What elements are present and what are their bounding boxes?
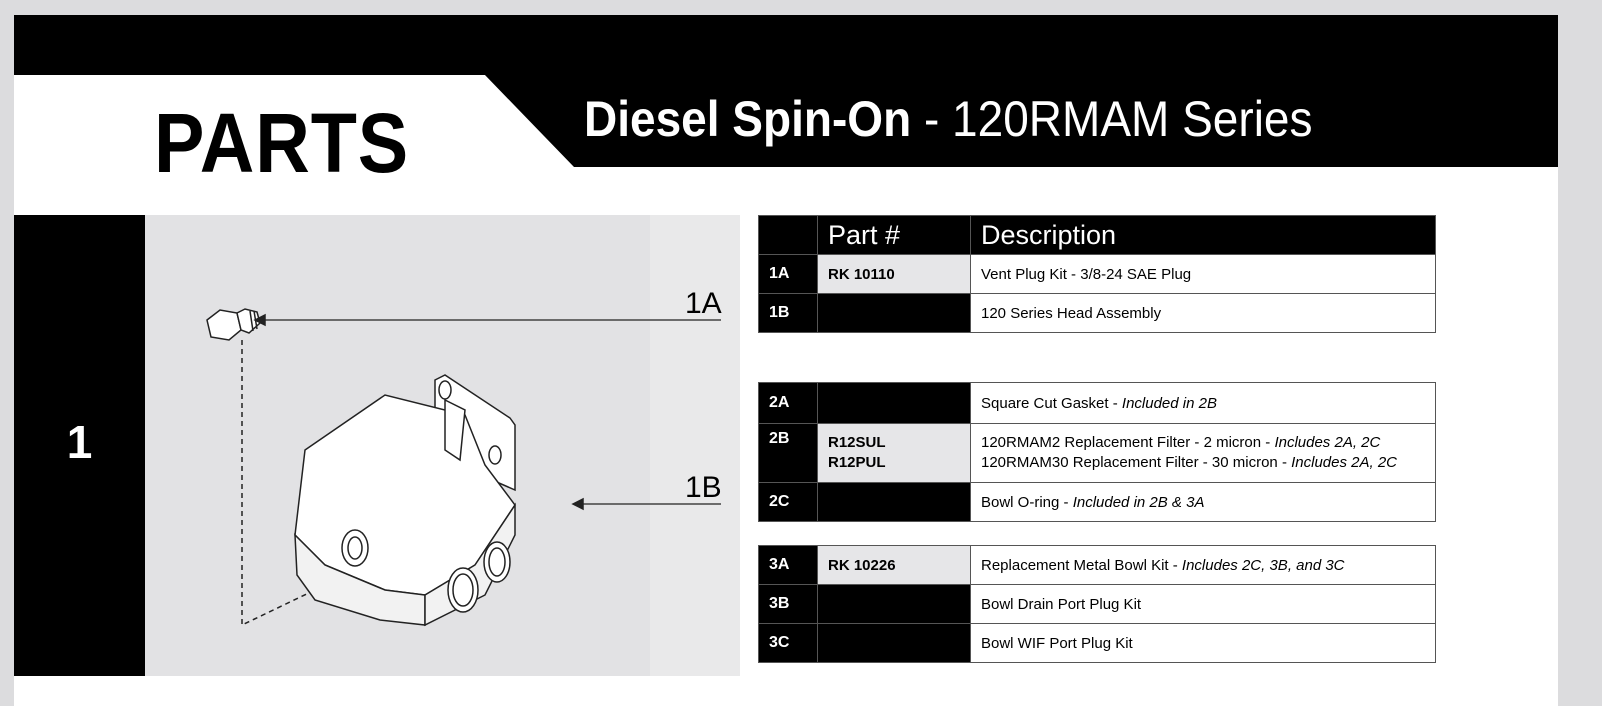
part-number-header: Part # — [817, 215, 971, 255]
item-id: 3C — [758, 623, 818, 663]
table-row: 1B 120 Series Head Assembly — [758, 293, 1436, 333]
callout-1a: 1A — [685, 287, 722, 320]
part-number: R12SUL R12PUL — [817, 423, 971, 483]
item-id: 2C — [758, 482, 818, 522]
item-id: 2A — [758, 382, 818, 424]
parts-table-group-1: Part # Description 1A RK 10110 Vent Plug… — [758, 215, 1436, 333]
desc-text: Vent Plug Kit - 3/8-24 SAE Plug — [981, 265, 1192, 283]
desc-text: 120RMAM30 Replacement Filter - 30 micron… — [981, 454, 1292, 471]
description: Bowl Drain Port Plug Kit — [970, 584, 1436, 624]
item-id: 2B — [758, 423, 818, 483]
table-row: 3B Bowl Drain Port Plug Kit — [758, 584, 1436, 624]
page-title: Diesel Spin-On - 120RMAM Series — [584, 90, 1313, 148]
desc-text: 120 Series Head Assembly — [981, 304, 1162, 322]
table-row: 1A RK 10110 Vent Plug Kit - 3/8-24 SAE P… — [758, 254, 1436, 294]
item-id: 3A — [758, 545, 818, 585]
desc-note: Included in 2B & 3A — [1072, 493, 1205, 511]
table-row: 3A RK 10226 Replacement Metal Bowl Kit -… — [758, 545, 1436, 585]
title-bold: Diesel Spin-On — [584, 91, 912, 147]
item-id: 1A — [758, 254, 818, 294]
part-number — [817, 293, 971, 333]
desc-text: Bowl O-ring - — [981, 493, 1073, 511]
part-number-line: R12PUL — [828, 454, 886, 471]
section-label: PARTS — [154, 96, 410, 190]
part-number-line: R12SUL — [828, 434, 886, 451]
description: 120 Series Head Assembly — [970, 293, 1436, 333]
description: Bowl WIF Port Plug Kit — [970, 623, 1436, 663]
section-number: 1 — [14, 215, 145, 676]
parts-table-group-3: 3A RK 10226 Replacement Metal Bowl Kit -… — [758, 545, 1436, 663]
item-id: 3B — [758, 584, 818, 624]
desc-text: Bowl Drain Port Plug Kit — [981, 595, 1142, 613]
title-banner — [484, 74, 1558, 167]
callout-1b: 1B — [685, 471, 722, 504]
desc-note: Includes 2A, 2C — [1274, 434, 1381, 451]
part-number — [817, 382, 971, 424]
parts-illustration: 1A 1B — [145, 215, 740, 676]
parts-table-group-2: 2A Square Cut Gasket - Included in 2B 2B… — [758, 382, 1436, 522]
table-row: 2A Square Cut Gasket - Included in 2B — [758, 382, 1436, 424]
desc-text: Replacement Metal Bowl Kit - — [981, 556, 1182, 574]
part-number — [817, 584, 971, 624]
part-number — [817, 623, 971, 663]
desc-note: Includes 2A, 2C — [1291, 454, 1398, 471]
desc-note: Included in 2B — [1121, 394, 1217, 412]
parts-page: PARTS Diesel Spin-On - 120RMAM Series 1 — [14, 15, 1558, 706]
desc-note: Includes 2C, 3B, and 3C — [1181, 556, 1345, 574]
desc-text: Bowl WIF Port Plug Kit — [981, 634, 1133, 652]
desc-text: 120RMAM2 Replacement Filter - 2 micron - — [981, 434, 1275, 451]
description: Vent Plug Kit - 3/8-24 SAE Plug — [970, 254, 1436, 294]
table-row: 3C Bowl WIF Port Plug Kit — [758, 623, 1436, 663]
table-row: 2C Bowl O-ring - Included in 2B & 3A — [758, 482, 1436, 522]
desc-text: Square Cut Gasket - — [981, 394, 1122, 412]
item-id: 1B — [758, 293, 818, 333]
head-assembly-drawing — [206, 308, 721, 627]
table-header: Part # Description — [758, 215, 1436, 255]
table-row: 2B R12SUL R12PUL 120RMAM2 Replacement Fil… — [758, 423, 1436, 483]
part-number: RK 10110 — [817, 254, 971, 294]
section-number-label: 1 — [66, 416, 93, 468]
description: Square Cut Gasket - Included in 2B — [970, 382, 1436, 424]
vent-plug-icon — [206, 308, 261, 341]
part-number: RK 10226 — [817, 545, 971, 585]
part-number — [817, 482, 971, 522]
top-band — [14, 15, 1558, 75]
head-assembly-icon — [294, 374, 516, 627]
description: Replacement Metal Bowl Kit - Includes 2C… — [970, 545, 1436, 585]
description: Bowl O-ring - Included in 2B & 3A — [970, 482, 1436, 522]
description: 120RMAM2 Replacement Filter - 2 micron -… — [970, 423, 1436, 483]
description-header: Description — [970, 215, 1436, 255]
title-rest: - 120RMAM Series — [911, 91, 1313, 147]
